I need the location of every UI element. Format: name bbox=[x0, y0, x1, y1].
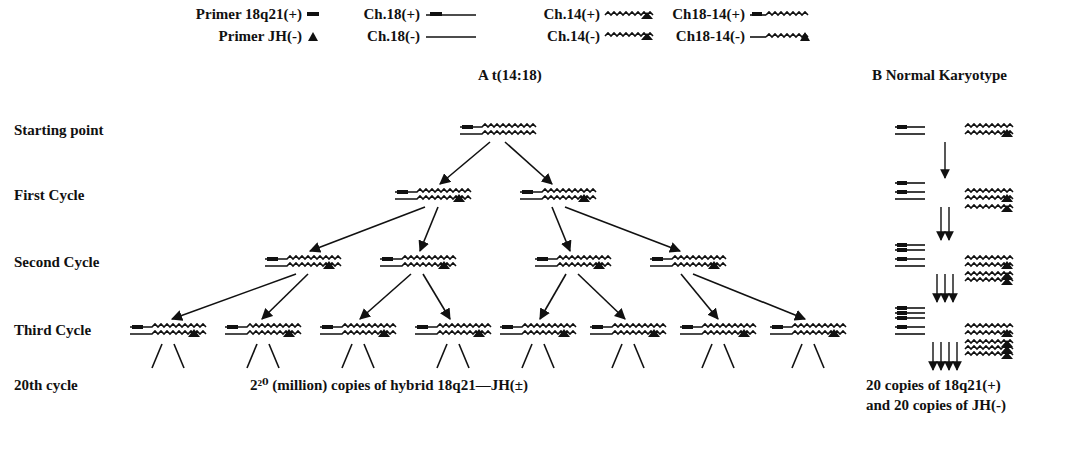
hybrid-sample bbox=[750, 12, 808, 16]
cycle-arrow bbox=[440, 142, 490, 184]
dna-fragment bbox=[500, 324, 576, 337]
legend-text: Ch18-14(-) bbox=[676, 27, 745, 45]
legend-text: Primer JH(-) bbox=[219, 27, 302, 45]
cycle-arrow bbox=[310, 207, 425, 251]
cycle-arrow bbox=[262, 274, 308, 319]
hybrid-sample bbox=[750, 32, 810, 41]
chromosome-sample bbox=[426, 36, 476, 38]
dna-fragment bbox=[680, 324, 756, 337]
cycle-label: Starting point bbox=[14, 121, 104, 139]
cycle-arrows bbox=[172, 142, 805, 319]
chromosome-sample bbox=[605, 33, 653, 40]
dna-fragment bbox=[590, 324, 666, 337]
legend-text: Ch18-14(+) bbox=[672, 5, 745, 23]
normal-karyotype bbox=[895, 124, 1013, 359]
dna-fragment bbox=[395, 189, 471, 202]
legend-text: Ch.18(+) bbox=[364, 5, 420, 23]
dna-fragment bbox=[265, 256, 341, 269]
cycle-arrow bbox=[172, 274, 296, 319]
cycle-arrow bbox=[540, 274, 566, 319]
cycle-arrow bbox=[578, 274, 625, 319]
cycle-label: Third Cycle bbox=[14, 321, 91, 339]
cycle-label: Second Cycle bbox=[14, 253, 99, 271]
result-note: 2²⁰ (million) copies of hybrid 18q21—JH(… bbox=[250, 376, 528, 394]
legend-text: Ch.14(-) bbox=[547, 27, 600, 45]
legend-text: Ch.14(+) bbox=[544, 5, 600, 23]
chromosome-sample bbox=[605, 12, 653, 19]
dna-fragment bbox=[130, 324, 206, 337]
legend-text: Ch.18(-) bbox=[367, 27, 420, 45]
cycle-arrow bbox=[565, 207, 680, 251]
cycle-label: 20th cycle bbox=[14, 376, 78, 394]
cycle-arrow bbox=[505, 142, 552, 184]
panel-label: A t(14:18) bbox=[478, 66, 542, 84]
legend-text: Primer 18q21(+) bbox=[196, 5, 302, 23]
cycle-arrow bbox=[693, 274, 805, 319]
dna-fragment bbox=[770, 324, 846, 337]
continuation-strokes bbox=[152, 344, 824, 368]
karyotype-arrows bbox=[933, 142, 957, 370]
dna-fragment bbox=[520, 189, 596, 202]
cycle-arrow bbox=[360, 274, 411, 319]
chromosome-sample bbox=[426, 12, 476, 16]
cycle-label: First Cycle bbox=[14, 186, 84, 204]
dna-fragment bbox=[535, 256, 611, 269]
dna-fragment bbox=[320, 324, 396, 337]
result-note: and 20 copies of JH(-) bbox=[866, 396, 1006, 414]
cycle-arrow bbox=[423, 274, 450, 319]
panel-label: B Normal Karyotype bbox=[872, 66, 1007, 84]
dna-fragment bbox=[225, 324, 301, 337]
dna-fragment bbox=[460, 124, 536, 134]
dna-fragment bbox=[380, 256, 456, 269]
cycle-arrow bbox=[552, 207, 570, 251]
cycle-arrow bbox=[681, 274, 718, 319]
primer-sample bbox=[307, 12, 319, 16]
cycle-arrow bbox=[420, 207, 438, 251]
dna-fragment bbox=[415, 324, 491, 337]
dna-fragment bbox=[650, 256, 726, 269]
primer-sample bbox=[308, 32, 318, 41]
result-note: 20 copies of 18q21(+) bbox=[866, 376, 1001, 394]
